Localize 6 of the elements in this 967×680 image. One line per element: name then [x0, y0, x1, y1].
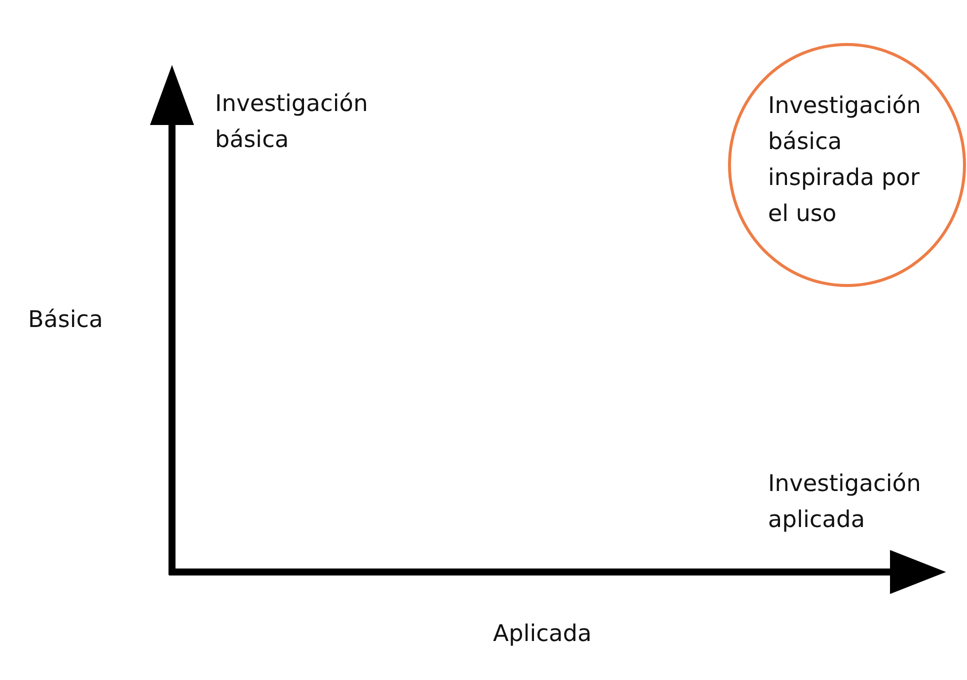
axis-label: Investigación básica: [215, 90, 369, 155]
axis-label: Aplicada: [493, 620, 593, 649]
axis-label: Investigación aplicada: [768, 470, 922, 535]
circle-node: [728, 43, 966, 287]
axis-label: Básica: [28, 306, 104, 335]
node-text: Investigación básica inspirada por el uso: [768, 92, 922, 229]
